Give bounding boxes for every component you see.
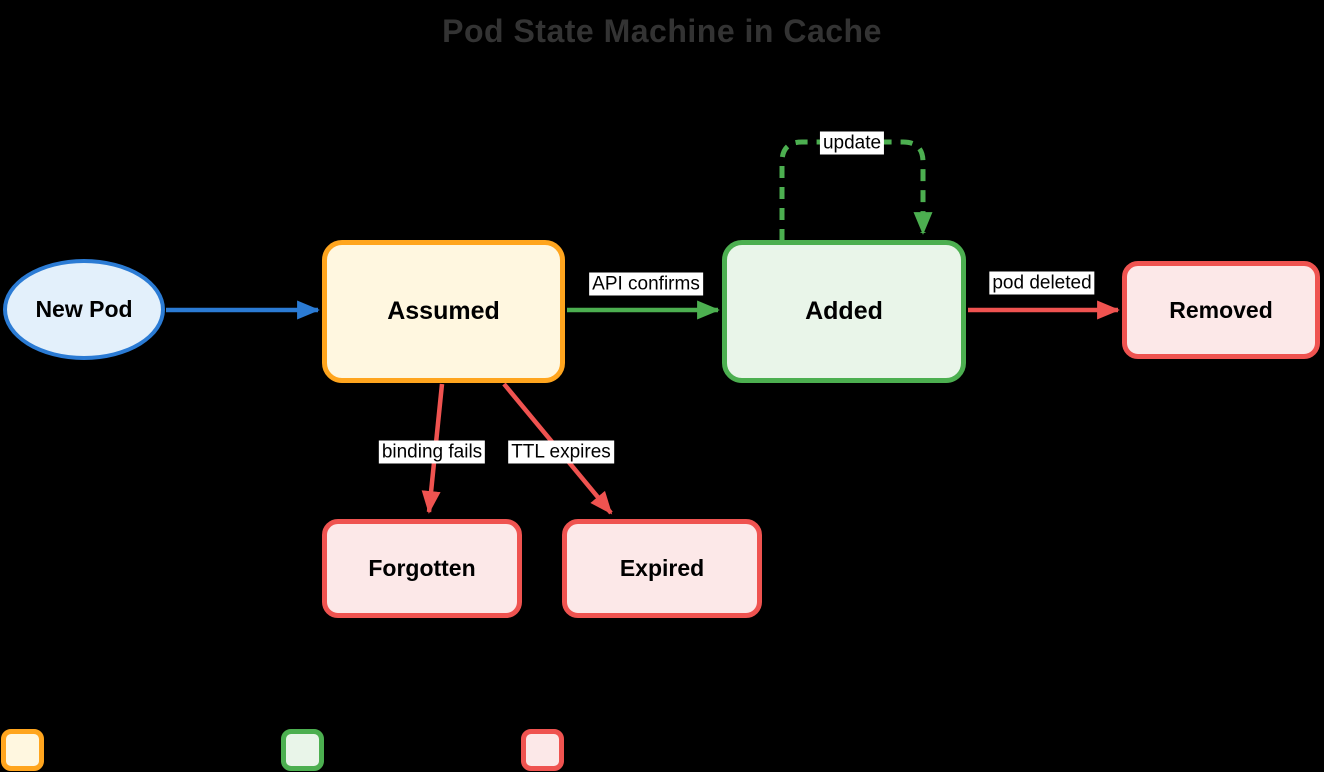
edge-label-api-confirms: API confirms (589, 272, 703, 296)
edge-added-self-loop (779, 139, 933, 241)
legend-swatch-added-style (281, 729, 324, 771)
edge-label-update: update (819, 131, 885, 155)
node-assumed: Assumed (322, 240, 565, 383)
edge-label-pod-deleted: pod deleted (989, 271, 1095, 295)
diagram-title: Pod State Machine in Cache (442, 13, 882, 49)
legend-swatch-terminal-style (521, 729, 564, 771)
node-added: Added (722, 240, 966, 383)
legend-swatch-assumed-style (1, 729, 44, 771)
node-forgotten: Forgotten (322, 519, 522, 618)
node-new-pod: New Pod (3, 259, 165, 360)
node-label: Removed (1169, 296, 1273, 323)
edge-label-ttl-expires: TTL expires (508, 440, 614, 464)
node-label: Assumed (387, 297, 500, 325)
node-expired: Expired (562, 519, 762, 618)
node-label: Expired (619, 555, 705, 581)
node-label: Added (805, 297, 883, 325)
node-removed: Removed (1122, 261, 1320, 359)
edge-label-binding-fails: binding fails (378, 440, 486, 464)
node-label: Forgotten (368, 555, 476, 581)
node-label: New Pod (35, 296, 133, 322)
